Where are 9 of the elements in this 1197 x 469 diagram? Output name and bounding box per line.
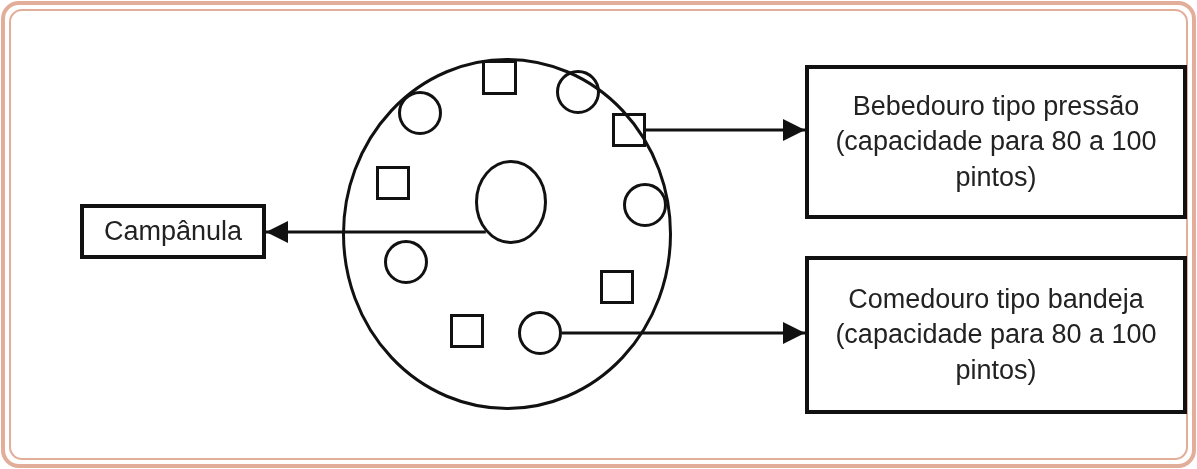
label-text: Bebedouro tipo pressão (capacidade para 80 a 100 pintos) — [834, 90, 1158, 194]
label-box — [805, 256, 1187, 414]
label-box — [805, 65, 1187, 219]
arrow — [562, 322, 805, 344]
label-text: Campânula — [103, 214, 243, 248]
arrow — [646, 119, 805, 141]
label-box — [80, 204, 266, 259]
arrow — [266, 221, 486, 243]
label-text: Comedouro tipo bandeja (capacidade para 80 a 100 pintos) — [834, 283, 1158, 387]
